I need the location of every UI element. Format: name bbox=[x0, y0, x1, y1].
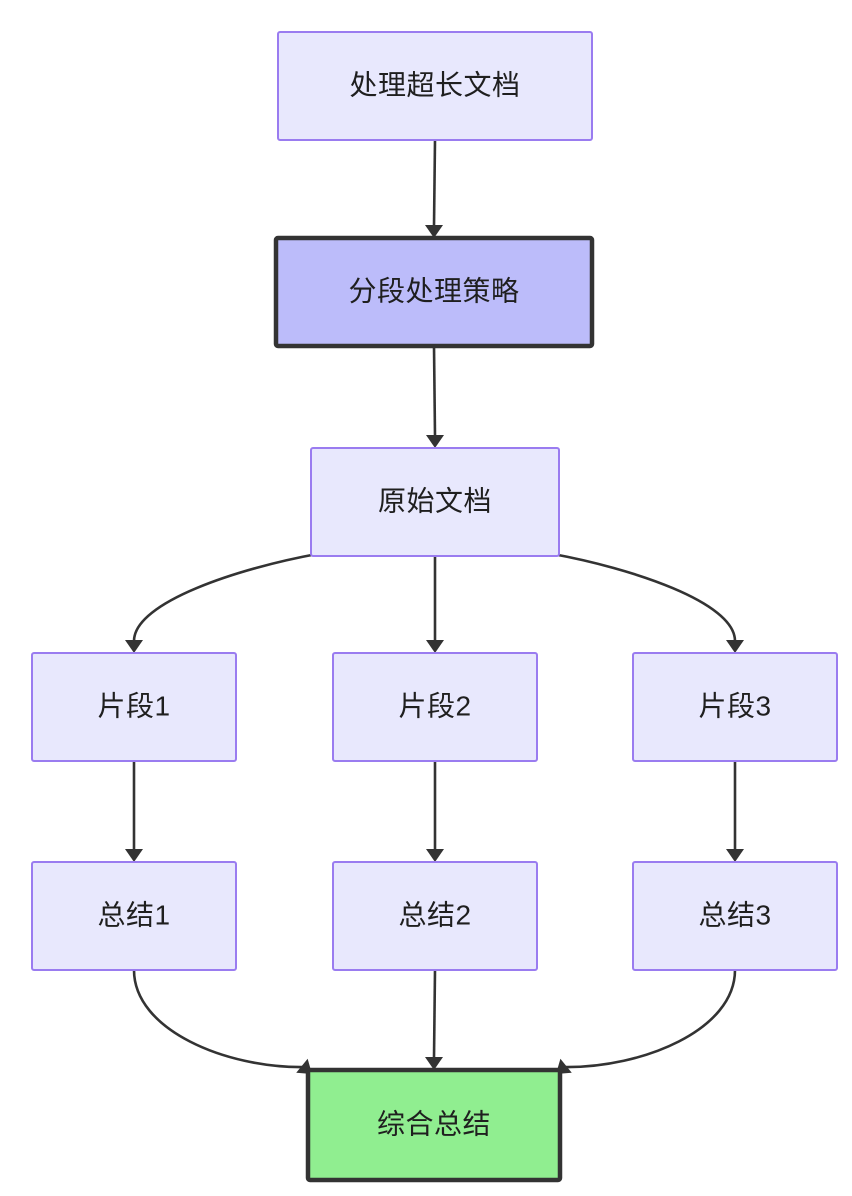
node-summary-2[interactable]: 总结2 bbox=[332, 861, 538, 971]
node-box-fragment-2[interactable] bbox=[332, 652, 538, 762]
node-box-summary-1[interactable] bbox=[31, 861, 237, 971]
edge-line-root-to-strategy bbox=[432, 139, 437, 227]
edge-line-summary-1-to-final bbox=[132, 969, 304, 1069]
node-box-strategy[interactable] bbox=[273, 235, 595, 349]
node-label-strategy: 分段处理策略 bbox=[348, 275, 519, 306]
node-box-source-doc[interactable] bbox=[310, 447, 560, 557]
edge-root-to-strategy bbox=[425, 139, 443, 238]
node-fragment-1[interactable]: 片段1 bbox=[31, 652, 237, 762]
node-summary-1[interactable]: 总结1 bbox=[31, 861, 237, 971]
arrow-head-summary-2-to-final bbox=[425, 1057, 443, 1070]
edge-line-source-doc-to-fragment-1 bbox=[132, 552, 318, 642]
node-summary-3[interactable]: 总结3 bbox=[632, 861, 838, 971]
node-fragment-3[interactable]: 片段3 bbox=[632, 652, 838, 762]
node-label-final-summary: 综合总结 bbox=[377, 1108, 491, 1139]
edge-source-doc-to-fragment-1 bbox=[125, 552, 318, 653]
edge-fragment-3-to-summary-3 bbox=[726, 761, 744, 862]
node-label-fragment-2: 片段2 bbox=[398, 690, 471, 721]
node-fragment-2[interactable]: 片段2 bbox=[332, 652, 538, 762]
arrow-head-source-doc-to-fragment-1 bbox=[125, 640, 143, 653]
arrow-head-fragment-1-to-summary-1 bbox=[125, 849, 143, 862]
node-label-fragment-3: 片段3 bbox=[698, 690, 771, 721]
edge-source-doc-to-fragment-3 bbox=[552, 552, 744, 653]
node-label-summary-3: 总结3 bbox=[698, 899, 771, 930]
node-box-final-summary[interactable] bbox=[305, 1067, 563, 1183]
node-label-fragment-1: 片段1 bbox=[97, 690, 170, 721]
node-source-doc[interactable]: 原始文档 bbox=[310, 447, 560, 557]
edge-layer bbox=[125, 139, 744, 1074]
edge-summary-2-to-final bbox=[425, 969, 443, 1070]
edge-strategy-to-source-doc bbox=[426, 345, 444, 448]
edge-fragment-2-to-summary-2 bbox=[426, 761, 444, 862]
node-label-source-doc: 原始文档 bbox=[378, 485, 492, 516]
edge-line-summary-2-to-final bbox=[432, 969, 437, 1059]
edge-summary-3-to-final bbox=[556, 969, 737, 1074]
arrow-head-root-to-strategy bbox=[425, 225, 443, 238]
arrow-head-source-doc-to-fragment-3 bbox=[726, 640, 744, 653]
edge-line-source-doc-to-fragment-3 bbox=[552, 552, 737, 642]
node-label-summary-1: 总结1 bbox=[97, 899, 170, 930]
arrow-head-source-doc-to-fragment-2 bbox=[426, 640, 444, 653]
arrow-head-strategy-to-source-doc bbox=[426, 435, 444, 448]
arrow-head-fragment-3-to-summary-3 bbox=[726, 849, 744, 862]
node-box-root[interactable] bbox=[277, 31, 593, 141]
node-label-summary-2: 总结2 bbox=[398, 899, 471, 930]
edge-fragment-1-to-summary-1 bbox=[125, 761, 143, 862]
node-box-summary-2[interactable] bbox=[332, 861, 538, 971]
node-box-summary-3[interactable] bbox=[632, 861, 838, 971]
node-root[interactable]: 处理超长文档 bbox=[277, 31, 593, 141]
arrow-head-fragment-2-to-summary-2 bbox=[426, 849, 444, 862]
node-box-fragment-1[interactable] bbox=[31, 652, 237, 762]
edge-line-strategy-to-source-doc bbox=[432, 345, 437, 437]
edge-source-doc-to-fragment-2 bbox=[426, 556, 444, 653]
node-label-root: 处理超长文档 bbox=[349, 69, 520, 100]
edge-line-summary-3-to-final bbox=[564, 969, 737, 1069]
node-strategy[interactable]: 分段处理策略 bbox=[273, 235, 595, 349]
node-final-summary[interactable]: 综合总结 bbox=[305, 1067, 563, 1183]
edge-summary-1-to-final bbox=[132, 969, 312, 1074]
node-box-fragment-3[interactable] bbox=[632, 652, 838, 762]
